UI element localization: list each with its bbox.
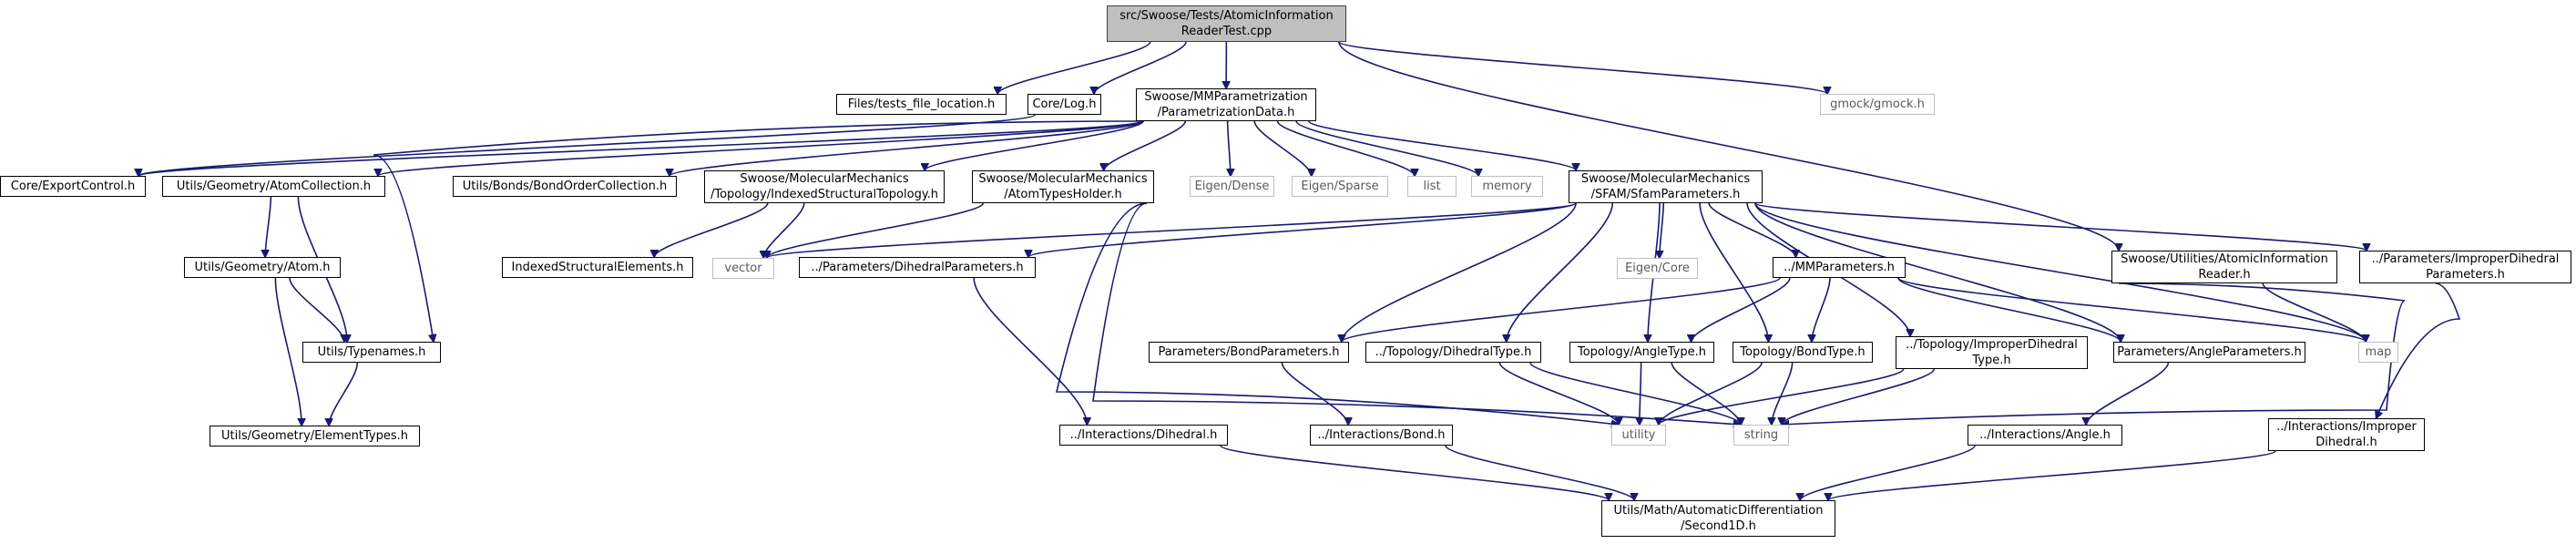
node-atom-collection[interactable]: Utils/Geometry/AtomCollection.h xyxy=(162,176,385,197)
node-utility[interactable]: utility xyxy=(1611,425,1666,446)
node-gmock[interactable]: gmock/gmock.h xyxy=(1820,94,1935,115)
node-eigen-core[interactable]: Eigen/Core xyxy=(1617,258,1698,279)
node-list[interactable]: list xyxy=(1407,176,1457,197)
node-bond-order-collection[interactable]: Utils/Bonds/BondOrderCollection.h xyxy=(453,176,677,197)
edge-dihedral_type-to-string xyxy=(1529,362,1741,425)
edge-param_data-to-atom_types xyxy=(1104,120,1187,170)
node-atom-types-holder[interactable]: Swoose/MolecularMechanics /AtomTypesHold… xyxy=(972,170,1154,203)
node-bond-parameters[interactable]: Parameters/BondParameters.h xyxy=(1149,342,1349,363)
edge-root-to-files_loc xyxy=(997,41,1151,94)
node-atomic-information-reader[interactable]: Swoose/Utilities/AtomicInformation Reade… xyxy=(2111,251,2337,283)
edge-utils_atom-to-element_types xyxy=(274,277,302,426)
edge-inter_bond-to-second1d xyxy=(1445,445,1634,500)
edge-param_data-to-bond_order xyxy=(670,120,1144,176)
node-interactions-improper-dihedral[interactable]: ../Interactions/Improper Dihedral.h xyxy=(2268,418,2425,451)
node-indexed-structural-topology[interactable]: Swoose/MolecularMechanics /Topology/Inde… xyxy=(704,170,945,203)
node-utils-atom[interactable]: Utils/Geometry/Atom.h xyxy=(184,257,341,278)
edge-indexed_topo-to-indexed_elems xyxy=(654,202,769,257)
edge-sfam-to-bond_type xyxy=(1699,202,1768,342)
edge-param_data-to-list xyxy=(1276,120,1416,176)
node-map[interactable]: map xyxy=(2358,342,2398,363)
edge-inter_improper-to-second1d xyxy=(1828,450,2276,500)
node-angle-type[interactable]: Topology/AngleType.h xyxy=(1569,342,1714,363)
edge-sfam-to-angle_params xyxy=(1754,202,2121,342)
edge-param_data-to-sfam xyxy=(1308,120,1576,170)
edge-sfam-to-bond_params xyxy=(1342,202,1577,342)
edge-sfam-to-dihedral_type xyxy=(1507,202,1614,342)
edge-improper_type-to-utility xyxy=(1659,368,1905,425)
node-interactions-angle[interactable]: ../Interactions/Angle.h xyxy=(1968,425,2122,446)
edge-angle_type-to-string xyxy=(1671,362,1741,425)
edge-root-to-core_log xyxy=(1094,41,1187,94)
edge-mm_params-to-angle_params xyxy=(1897,277,2121,342)
node-memory[interactable]: memory xyxy=(1471,176,1543,197)
node-bond-type[interactable]: Topology/BondType.h xyxy=(1733,342,1873,363)
edge-param_data-to-memory xyxy=(1295,120,1478,176)
edge-atomic_reader-to-string xyxy=(1782,282,2406,425)
edge-param_data-to-atom_coll xyxy=(378,120,1144,176)
node-sfam-parameters[interactable]: Swoose/MolecularMechanics /SFAM/SfamPara… xyxy=(1569,170,1763,203)
edge-root-to-atomic_reader xyxy=(1338,41,2119,251)
node-second1d[interactable]: Utils/Math/AutomaticDifferentiation /Sec… xyxy=(1601,500,1835,537)
edge-mm_params-to-angle_type xyxy=(1692,277,1791,342)
edge-bond_type-to-string xyxy=(1772,362,1794,425)
edge-inter_dihedral-to-second1d xyxy=(1220,445,1609,500)
edge-mm_params-to-bond_type xyxy=(1812,277,1831,342)
node-vector[interactable]: vector xyxy=(712,258,774,279)
node-files-tests-file-location[interactable]: Files/tests_file_location.h xyxy=(836,94,1007,115)
edge-atomic_reader-to-map xyxy=(2262,282,2366,342)
node-dihedral-type[interactable]: ../Topology/DihedralType.h xyxy=(1365,342,1541,363)
edge-utils_atom-to-typenames xyxy=(289,277,344,342)
edge-param_data-to-indexed_topo xyxy=(925,120,1144,170)
node-angle-parameters[interactable]: Parameters/AngleParameters.h xyxy=(2113,342,2305,363)
node-root-source-file[interactable]: src/Swoose/Tests/AtomicInformation Reade… xyxy=(1107,5,1346,42)
edge-sfam-to-dihedral_params xyxy=(1028,202,1577,257)
node-improper-dihedral-type[interactable]: ../Topology/ImproperDihedral Type.h xyxy=(1896,336,2088,369)
edge-param_data-to-eigen_dense xyxy=(1228,120,1231,176)
edge-improper_type-to-string xyxy=(1782,368,1936,425)
edge-mm_params-to-map xyxy=(1897,277,2366,342)
node-dihedral-parameters[interactable]: ../Parameters/DihedralParameters.h xyxy=(799,257,1036,278)
edge-bond_type-to-utility xyxy=(1659,362,1763,425)
edge-param_data-to-eigen_sparse xyxy=(1253,120,1312,176)
edge-typenames-to-element_types xyxy=(329,362,359,426)
edge-root-to-gmock xyxy=(1338,41,1827,94)
node-eigen-dense[interactable]: Eigen/Dense xyxy=(1190,176,1274,197)
edge-inter_angle-to-second1d xyxy=(1800,445,1976,500)
edge-angle_params-to-inter_angle xyxy=(2086,362,2170,425)
node-interactions-dihedral[interactable]: ../Interactions/Dihedral.h xyxy=(1059,425,1228,446)
node-parametrization-data[interactable]: Swoose/MMParametrization /Parametrizatio… xyxy=(1136,88,1316,121)
edge-sfam-to-improper_params xyxy=(1754,202,2366,251)
edge-atom_types-to-string xyxy=(1092,202,1741,425)
edge-bond_params-to-inter_bond xyxy=(1281,362,1348,425)
edge-sfam-to-eigen_core xyxy=(1660,202,1665,258)
node-core-export-control[interactable]: Core/ExportControl.h xyxy=(0,176,146,197)
node-core-log[interactable]: Core/Log.h xyxy=(1027,94,1101,115)
node-element-types[interactable]: Utils/Geometry/ElementTypes.h xyxy=(210,426,420,446)
node-interactions-bond[interactable]: ../Interactions/Bond.h xyxy=(1310,425,1453,446)
node-typenames[interactable]: Utils/Typenames.h xyxy=(302,342,441,363)
edge-sfam-to-map xyxy=(1754,202,2366,342)
node-string[interactable]: string xyxy=(1733,425,1789,446)
edge-mm_params-to-bond_params xyxy=(1342,277,1781,342)
edge-angle_type-to-utility xyxy=(1640,362,1641,425)
edge-improper_params-to-inter_improper xyxy=(2377,282,2461,418)
node-mm-parameters[interactable]: ../MMParameters.h xyxy=(1773,257,1906,278)
node-improper-dihedral-parameters[interactable]: ../Parameters/ImproperDihedral Parameter… xyxy=(2359,251,2571,283)
edge-param_data-to-typenames xyxy=(373,120,1144,342)
edge-dihedral_type-to-utility xyxy=(1498,362,1619,425)
edge-atom_coll-to-utils_atom xyxy=(265,196,272,257)
edge-atom_types-to-vector xyxy=(767,202,985,258)
node-eigen-sparse[interactable]: Eigen/Sparse xyxy=(1292,176,1388,197)
edge-dihedral_params-to-inter_dihedral xyxy=(973,277,1087,425)
edge-atom_types-to-utility xyxy=(1055,202,1619,425)
edge-sfam-to-vector xyxy=(767,202,1577,258)
node-indexed-structural-elements[interactable]: IndexedStructuralElements.h xyxy=(502,257,693,278)
edge-sfam-to-mm_params xyxy=(1708,202,1795,257)
edge-param_data-to-export_ctrl xyxy=(138,120,1144,176)
